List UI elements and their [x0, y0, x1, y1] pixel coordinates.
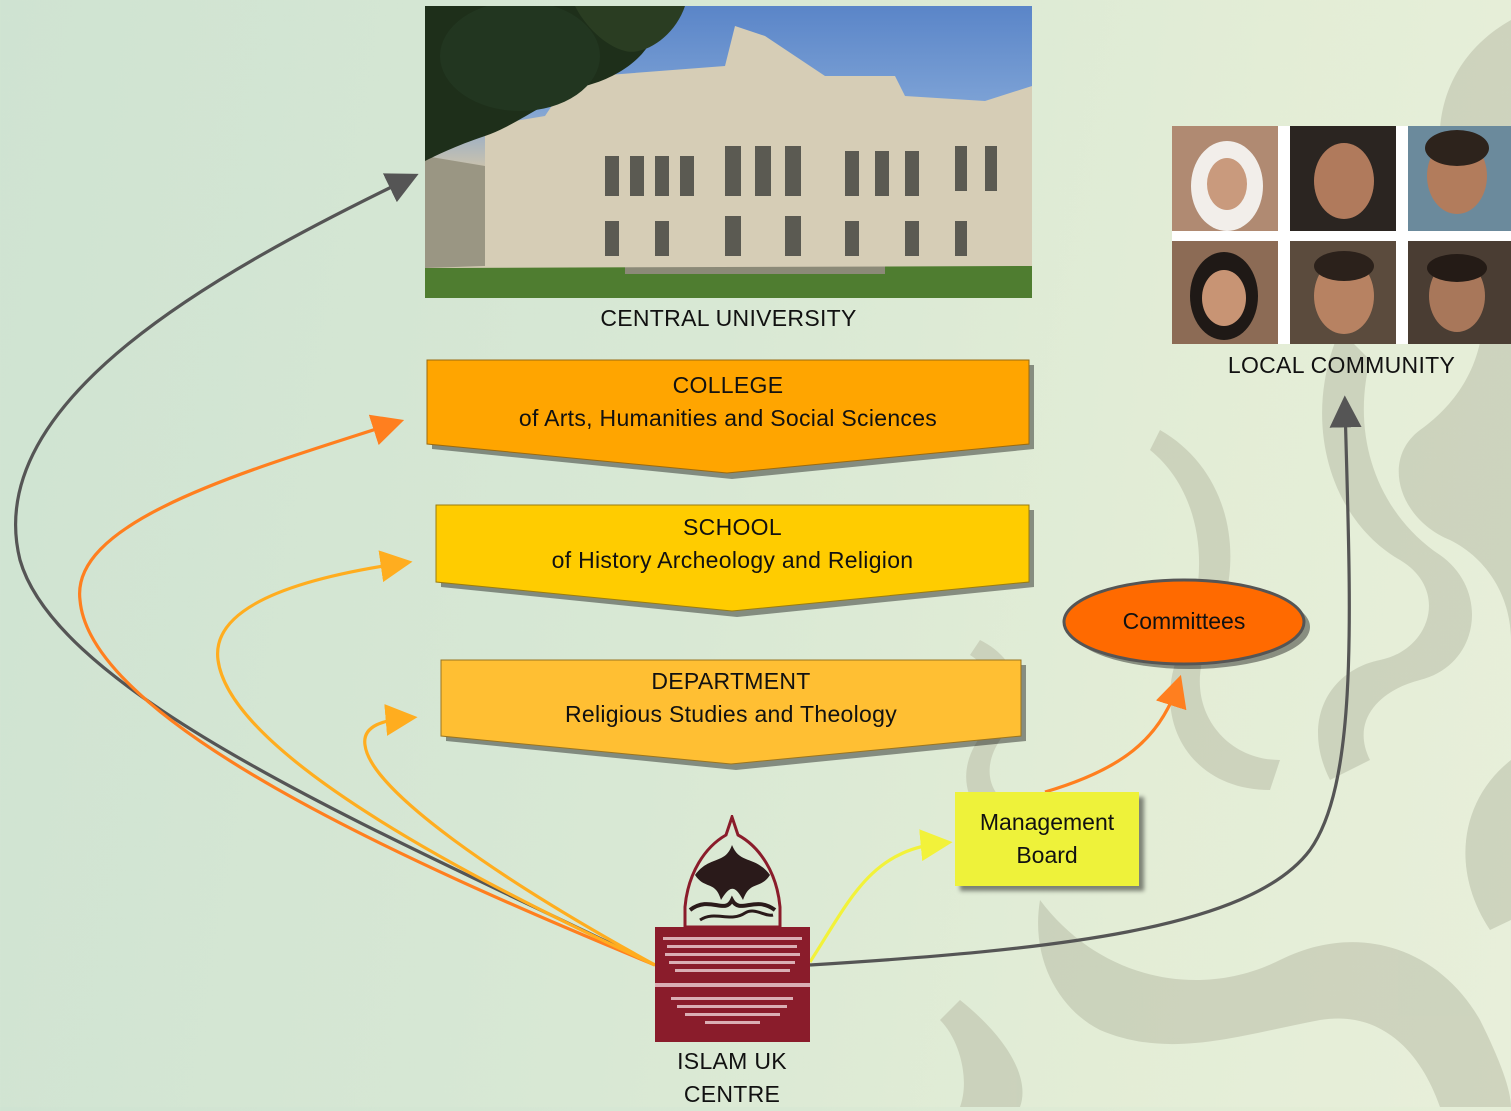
school-subtitle: of History Archeology and Religion [551, 547, 914, 573]
arrow-to-department [363, 704, 656, 967]
management-board-node: Management Board [955, 792, 1139, 886]
central-university-label: CENTRAL UNIVERSITY [600, 305, 857, 331]
department-subtitle: Religious Studies and Theology [564, 701, 898, 727]
school-shape [435, 504, 1034, 617]
arrow-to-management-board [808, 829, 953, 963]
committees-label: Committees [1122, 608, 1246, 634]
college-subtitle: of Arts, Humanities and Social Sciences [518, 405, 938, 431]
arrow-to-school [216, 550, 656, 967]
department-node: DEPARTMENT Religious Studies and Theolog… [440, 659, 1026, 770]
arrow-to-college [78, 414, 656, 967]
committees-node: Committees [1062, 578, 1312, 673]
islam-uk-centre-label-line1: ISLAM UK [677, 1048, 787, 1074]
local-community-label: LOCAL COMMUNITY [1227, 352, 1456, 378]
local-community-photo [1172, 126, 1511, 344]
school-node: SCHOOL of History Archeology and Religio… [435, 504, 1034, 617]
department-title: DEPARTMENT [651, 668, 811, 694]
college-title: COLLEGE [672, 372, 784, 398]
committees-shape [1062, 578, 1310, 669]
management-board-line2: Board [1016, 842, 1078, 868]
college-node: COLLEGE of Arts, Humanities and Social S… [426, 359, 1034, 479]
department-shape [440, 659, 1026, 770]
school-title: SCHOOL [683, 514, 782, 540]
arrow-to-central-university [13, 173, 656, 967]
arrow-to-local-community [809, 395, 1362, 967]
central-university-photo [425, 6, 1032, 298]
arrow-to-committees [1044, 674, 1187, 794]
islam-uk-centre-label-line2: CENTRE [683, 1081, 781, 1107]
islam-uk-centre-logo [655, 812, 810, 1042]
college-shape [426, 359, 1034, 479]
management-board-line1: Management [979, 809, 1115, 835]
